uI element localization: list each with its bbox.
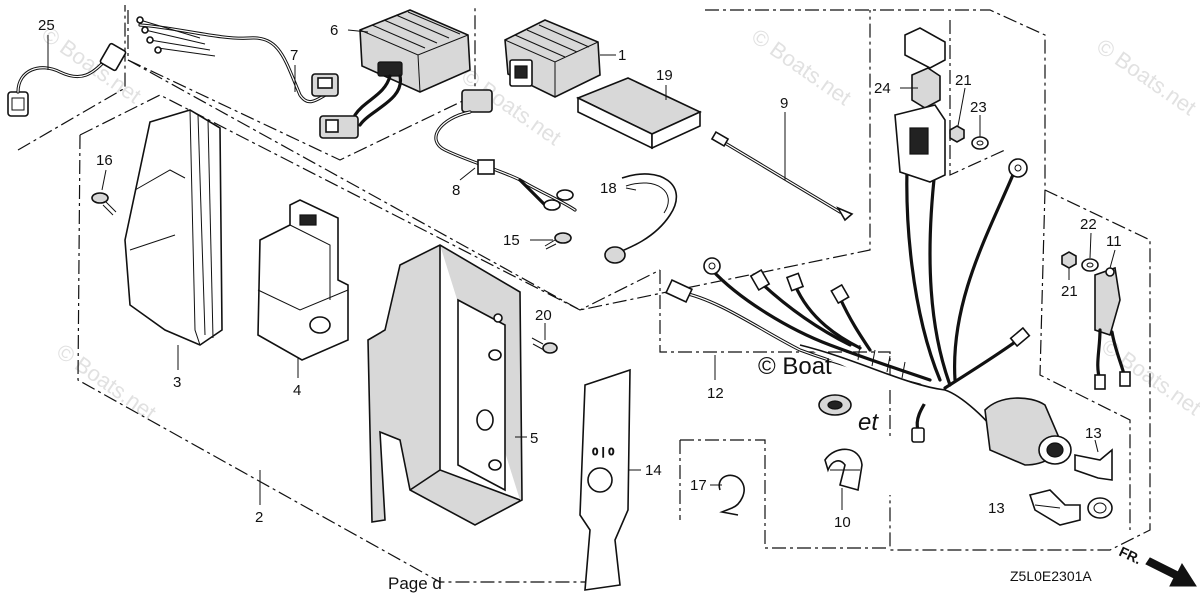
callout-23: 23 — [970, 99, 987, 116]
front-label: FR. — [1117, 543, 1144, 567]
group-boundaries — [17, 5, 1151, 583]
part-5-box — [367, 244, 523, 526]
part-1-regulator — [504, 19, 601, 98]
part-16-screw — [91, 192, 117, 216]
ignition-switch — [984, 397, 1072, 466]
callout-14: 14 — [645, 462, 662, 479]
part-6-regulator — [319, 9, 471, 139]
part-11-module — [1094, 266, 1131, 390]
callout-8: 8 — [452, 182, 460, 199]
fuse-holder — [894, 27, 946, 183]
callout-12: 12 — [707, 385, 724, 402]
part-15-bolt — [544, 232, 572, 250]
part-14-plate: 0 | 0 — [579, 368, 631, 591]
callouts: 25 6 7 1 19 9 8 18 15 16 3 4 5 20 14 2 1… — [38, 17, 1122, 531]
part-3-cover — [124, 109, 223, 346]
part-17-clip — [718, 474, 745, 516]
callout-25: 25 — [38, 17, 55, 34]
callout-1: 1 — [618, 47, 626, 64]
callout-21: 21 — [1061, 283, 1078, 300]
part-8-harness — [434, 89, 577, 212]
watermark: © Boats.net — [747, 24, 856, 111]
watermark: © Boats.net — [52, 339, 161, 426]
watermark-center-tail: et — [858, 409, 879, 436]
callout-5: 5 — [530, 430, 538, 447]
watermark: © Boats.net — [37, 22, 146, 109]
callout-24: 24 — [874, 80, 891, 97]
diagram-code: Z5L0E2301A — [1010, 568, 1092, 584]
front-arrow-icon — [1145, 557, 1197, 587]
callout-11: 11 — [1106, 233, 1122, 250]
part-4-bracket — [257, 199, 349, 361]
callout-15: 15 — [503, 232, 520, 249]
callout-3: 3 — [173, 374, 181, 391]
part-25-sub-harness — [7, 42, 127, 117]
part-12-main-harness — [665, 118, 1031, 443]
svg-text:0 | 0: 0 | 0 — [592, 447, 614, 458]
callout-9: 9 — [780, 95, 788, 112]
part-21-23-nut-washer — [949, 125, 989, 150]
page-reference: Page d — [388, 574, 442, 593]
front-direction-indicator: FR. — [1117, 543, 1197, 587]
part-18-band — [604, 173, 678, 264]
callout-13: 13 — [1085, 425, 1102, 442]
part-7-harness — [136, 16, 339, 104]
watermark-center: © Boat — [758, 353, 832, 380]
callout-6: 6 — [330, 22, 338, 39]
callout-10: 10 — [834, 514, 851, 531]
callout-20: 20 — [535, 307, 552, 324]
watermark: © Boats.net — [1092, 34, 1200, 121]
part-19-pad — [576, 77, 702, 150]
watermark: © Boats.net — [1097, 334, 1200, 421]
callout-17: 17 — [690, 477, 707, 494]
callout-2: 2 — [255, 509, 263, 526]
callout-22: 22 — [1080, 216, 1097, 233]
part-10-clamp — [824, 448, 863, 492]
grommet — [818, 394, 852, 416]
callout-18: 18 — [600, 180, 617, 197]
part-21-22-nut-washer — [1061, 251, 1099, 272]
callout-21: 21 — [955, 72, 972, 89]
callout-19: 19 — [656, 67, 673, 84]
part-20-bolt — [531, 337, 558, 354]
part-9-cable — [710, 130, 854, 222]
callout-13: 13 — [988, 500, 1005, 517]
leader-lines — [47, 29, 1116, 510]
callout-4: 4 — [293, 382, 301, 399]
callout-7: 7 — [290, 47, 298, 64]
callout-16: 16 — [96, 152, 113, 169]
